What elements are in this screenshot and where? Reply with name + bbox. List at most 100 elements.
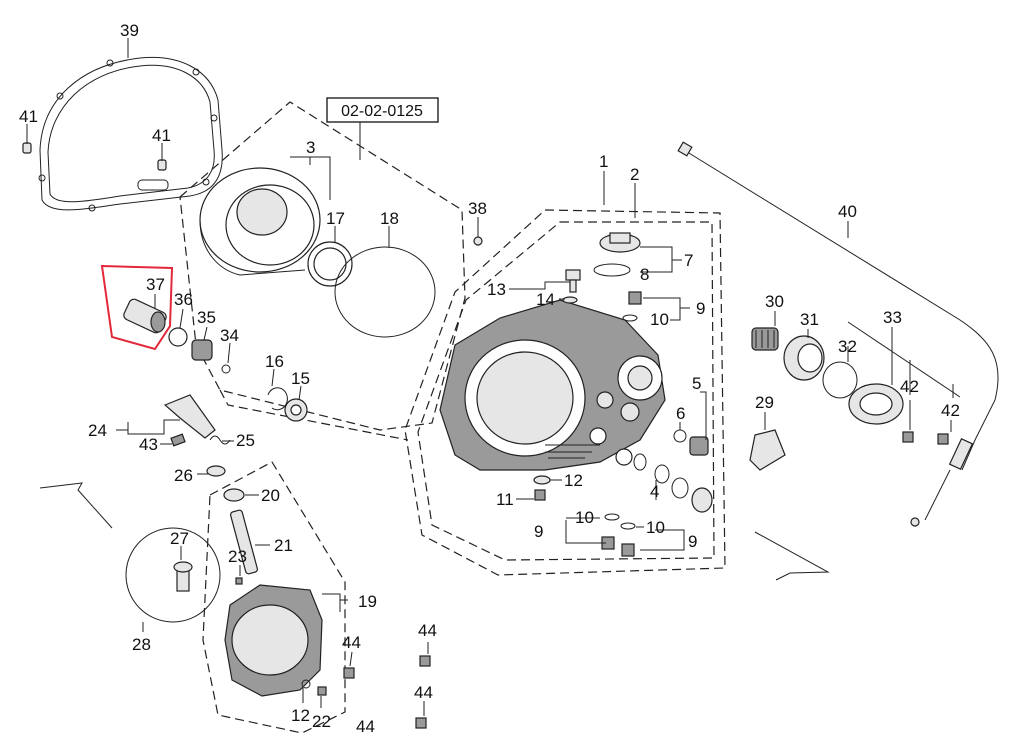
- label-37: 37: [146, 275, 165, 294]
- gasket-bolt-holes: [38, 59, 218, 212]
- label-9-upper: 9: [696, 299, 705, 318]
- cable-40: [677, 141, 999, 527]
- bolt-22: [317, 686, 327, 696]
- highlight-part-37: [100, 264, 174, 351]
- bolt-11: [534, 489, 546, 501]
- label-24: 24: [88, 421, 107, 440]
- bolt-44a: [419, 655, 431, 667]
- seal-17: [307, 241, 353, 287]
- assembly-code: 02-02-0125: [341, 103, 423, 120]
- label-41a: 41: [19, 107, 38, 126]
- label-9-lower-left: 9: [534, 522, 543, 541]
- mid-dashed-guide: [219, 389, 409, 441]
- arm-24: [163, 394, 216, 439]
- cover-group-boundary-outer: [404, 209, 726, 576]
- bolt-13: [565, 269, 581, 293]
- bolt-42b: [937, 433, 949, 445]
- label-7: 7: [684, 251, 693, 270]
- label-18: 18: [380, 209, 399, 228]
- label-41b: 41: [152, 126, 171, 145]
- washer-34: [221, 364, 231, 374]
- plug-5: [689, 436, 709, 456]
- label-40: 40: [838, 202, 857, 221]
- label-31: 31: [800, 310, 819, 329]
- label-11: 11: [496, 490, 514, 509]
- bearing-15: [284, 398, 308, 422]
- gasket-39: [39, 56, 223, 211]
- label-38: 38: [468, 199, 487, 218]
- label-21: 21: [274, 536, 293, 555]
- label-5: 5: [692, 374, 701, 393]
- label-17: 17: [326, 209, 345, 228]
- washer-26: [206, 465, 226, 477]
- seal-20: [223, 488, 245, 502]
- label-20: 20: [261, 486, 280, 505]
- label-34: 34: [220, 326, 239, 345]
- assembly-code-box: [326, 97, 439, 123]
- dowel-41a: [22, 142, 32, 154]
- dowel-41b: [157, 159, 167, 171]
- label-27: 27: [170, 529, 189, 548]
- pin-23: [235, 577, 243, 585]
- label-10-upper: 10: [650, 310, 669, 329]
- shaft-21: [229, 509, 259, 575]
- label-30: 30: [765, 292, 784, 311]
- direction-arrow-right: [754, 531, 830, 581]
- crankcase-cover-1: [439, 299, 666, 471]
- label-42a: 42: [900, 377, 919, 396]
- leader-lines: [26, 38, 961, 716]
- label-3: 3: [306, 138, 315, 157]
- oring-18: [334, 246, 436, 338]
- label-44-c: 44: [414, 683, 433, 702]
- washer-10-lower-a: [604, 513, 620, 521]
- plug-9-lower-b: [621, 543, 635, 557]
- plug-9-upper: [628, 291, 642, 305]
- nut-35: [191, 339, 213, 361]
- bolt-42a: [902, 431, 914, 443]
- oring-32: [822, 361, 858, 399]
- label-1: 1: [599, 152, 608, 171]
- bolt-43: [170, 433, 186, 447]
- label-28: 28: [132, 635, 151, 654]
- spacer-37: [123, 298, 167, 334]
- bracket-29: [749, 429, 786, 471]
- washer-14: [562, 296, 578, 304]
- label-29: 29: [755, 393, 774, 412]
- oring-6: [673, 429, 687, 443]
- direction-arrow-left: [39, 482, 113, 529]
- washer-10-lower-b: [620, 522, 636, 530]
- plug-38: [473, 236, 483, 246]
- clutch-drum-3: [199, 167, 321, 276]
- label-33: 33: [883, 308, 902, 327]
- washer-10-upper: [622, 314, 638, 322]
- label-10-lower-a: 10: [575, 508, 594, 527]
- label-32: 32: [838, 337, 857, 356]
- strainer-4: [615, 448, 713, 513]
- label-43: 43: [139, 435, 158, 454]
- oil-filter-31: [783, 335, 825, 381]
- label-4: 4: [650, 482, 659, 501]
- filter-cover-33: [848, 383, 904, 425]
- oring-8: [593, 263, 631, 277]
- label-44-d: 44: [356, 717, 375, 736]
- circlip-16: [267, 387, 288, 411]
- label-15: 15: [291, 369, 310, 388]
- label-44-a: 44: [418, 621, 437, 640]
- label-2: 2: [630, 165, 639, 184]
- spring-25: [209, 435, 231, 445]
- cover-19: [224, 584, 323, 697]
- spring-30: [751, 327, 779, 351]
- bolt-44c: [415, 717, 427, 729]
- washer-36: [168, 327, 188, 347]
- label-16: 16: [265, 352, 284, 371]
- pin-27: [173, 561, 193, 592]
- label-12-right: 12: [564, 471, 583, 490]
- label-19: 19: [358, 592, 377, 611]
- filler-cap-7: [599, 232, 641, 253]
- label-12-lower: 12: [291, 706, 310, 725]
- label-36: 36: [174, 290, 193, 309]
- label-42b: 42: [941, 401, 960, 420]
- bolt-44b: [343, 667, 355, 679]
- label-22: 22: [312, 712, 331, 731]
